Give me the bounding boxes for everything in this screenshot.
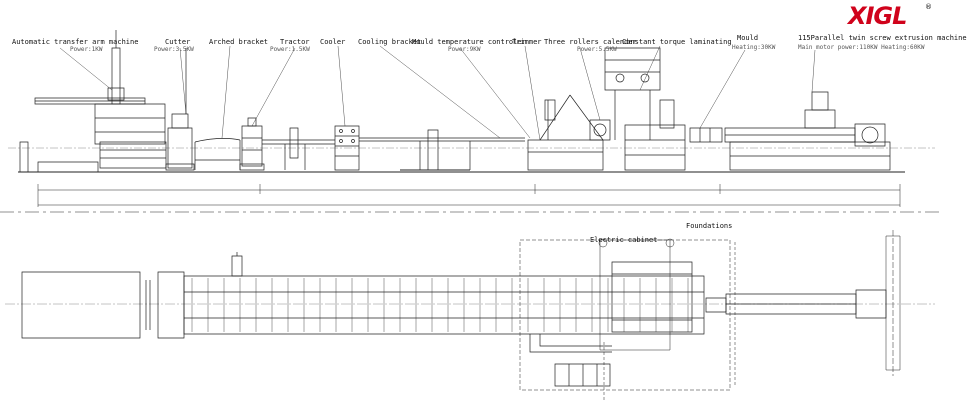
spec-cutter: Power:3.5KW <box>154 46 194 53</box>
foundations-marker <box>666 239 674 247</box>
electric-cabinet-plan <box>555 364 610 386</box>
label-foundations: Foundations <box>686 222 733 230</box>
label-electric-cabinet: Electric cabinet <box>590 236 658 244</box>
side-view <box>8 30 935 207</box>
label-transfer-arm: Automatic transfer arm machine <box>12 38 139 46</box>
line-layout-drawing <box>0 0 943 400</box>
cooling-bed-plan <box>184 276 704 334</box>
leader-line <box>380 46 500 138</box>
mould-part <box>690 128 722 142</box>
leader-line <box>60 48 112 90</box>
electric-cabinet-marker <box>599 239 607 247</box>
label-cutter: Cutter <box>165 38 191 46</box>
calender-laminating-frame <box>528 48 685 170</box>
arched-bracket-machine <box>195 138 240 170</box>
label-mould: Mould <box>737 34 759 42</box>
leader-line <box>700 50 745 128</box>
leader-line <box>525 46 540 140</box>
top-view <box>5 230 935 400</box>
leader-line <box>338 46 345 126</box>
brand-logo: XIGL <box>848 2 907 30</box>
transfer-table-plan <box>22 272 140 338</box>
leader-line <box>252 48 295 126</box>
spec-extruder: Main motor power:110KW Heating:60KW <box>798 44 925 51</box>
cooler-machine <box>335 126 359 170</box>
label-three-rollers: Three rollers calender <box>544 38 637 46</box>
leader-line <box>580 48 600 120</box>
transfer-arm-machine <box>20 30 166 172</box>
cooling-bracket-structure <box>359 130 525 170</box>
cutter-machine <box>166 48 194 170</box>
label-tractor: Tractor <box>280 38 310 46</box>
spec-transfer-arm: Power:1KW <box>70 46 103 53</box>
label-cooler: Cooler <box>320 38 346 46</box>
registered-mark: ® <box>925 3 932 11</box>
label-extruder: 115Parallel twin screw extrusion machine <box>798 34 967 42</box>
leader-line <box>460 48 530 138</box>
cooling-bed-slats <box>192 278 688 332</box>
leader-line <box>180 48 186 114</box>
label-arched-bracket: Arched bracket <box>209 38 269 46</box>
spec-tractor: Power:1.5KW <box>270 46 310 53</box>
twin-screw-extruder <box>725 92 890 170</box>
leader-line <box>640 46 660 90</box>
label-cooling-bracket: Cooling bracket <box>358 38 422 46</box>
leader-line <box>222 46 230 138</box>
spec-three-rollers: Power:5.5KW <box>577 46 617 53</box>
label-trimmer: Trimmer <box>512 38 542 46</box>
spec-mould: Heating:30KW <box>732 44 776 51</box>
label-mould-temp: Mould temperature controler <box>412 38 526 46</box>
spec-mould-temp: Power:9KW <box>448 46 481 53</box>
foundations-zone <box>520 240 730 390</box>
label-laminating: Constant torque laminating <box>622 38 732 46</box>
leader-line <box>812 50 815 92</box>
